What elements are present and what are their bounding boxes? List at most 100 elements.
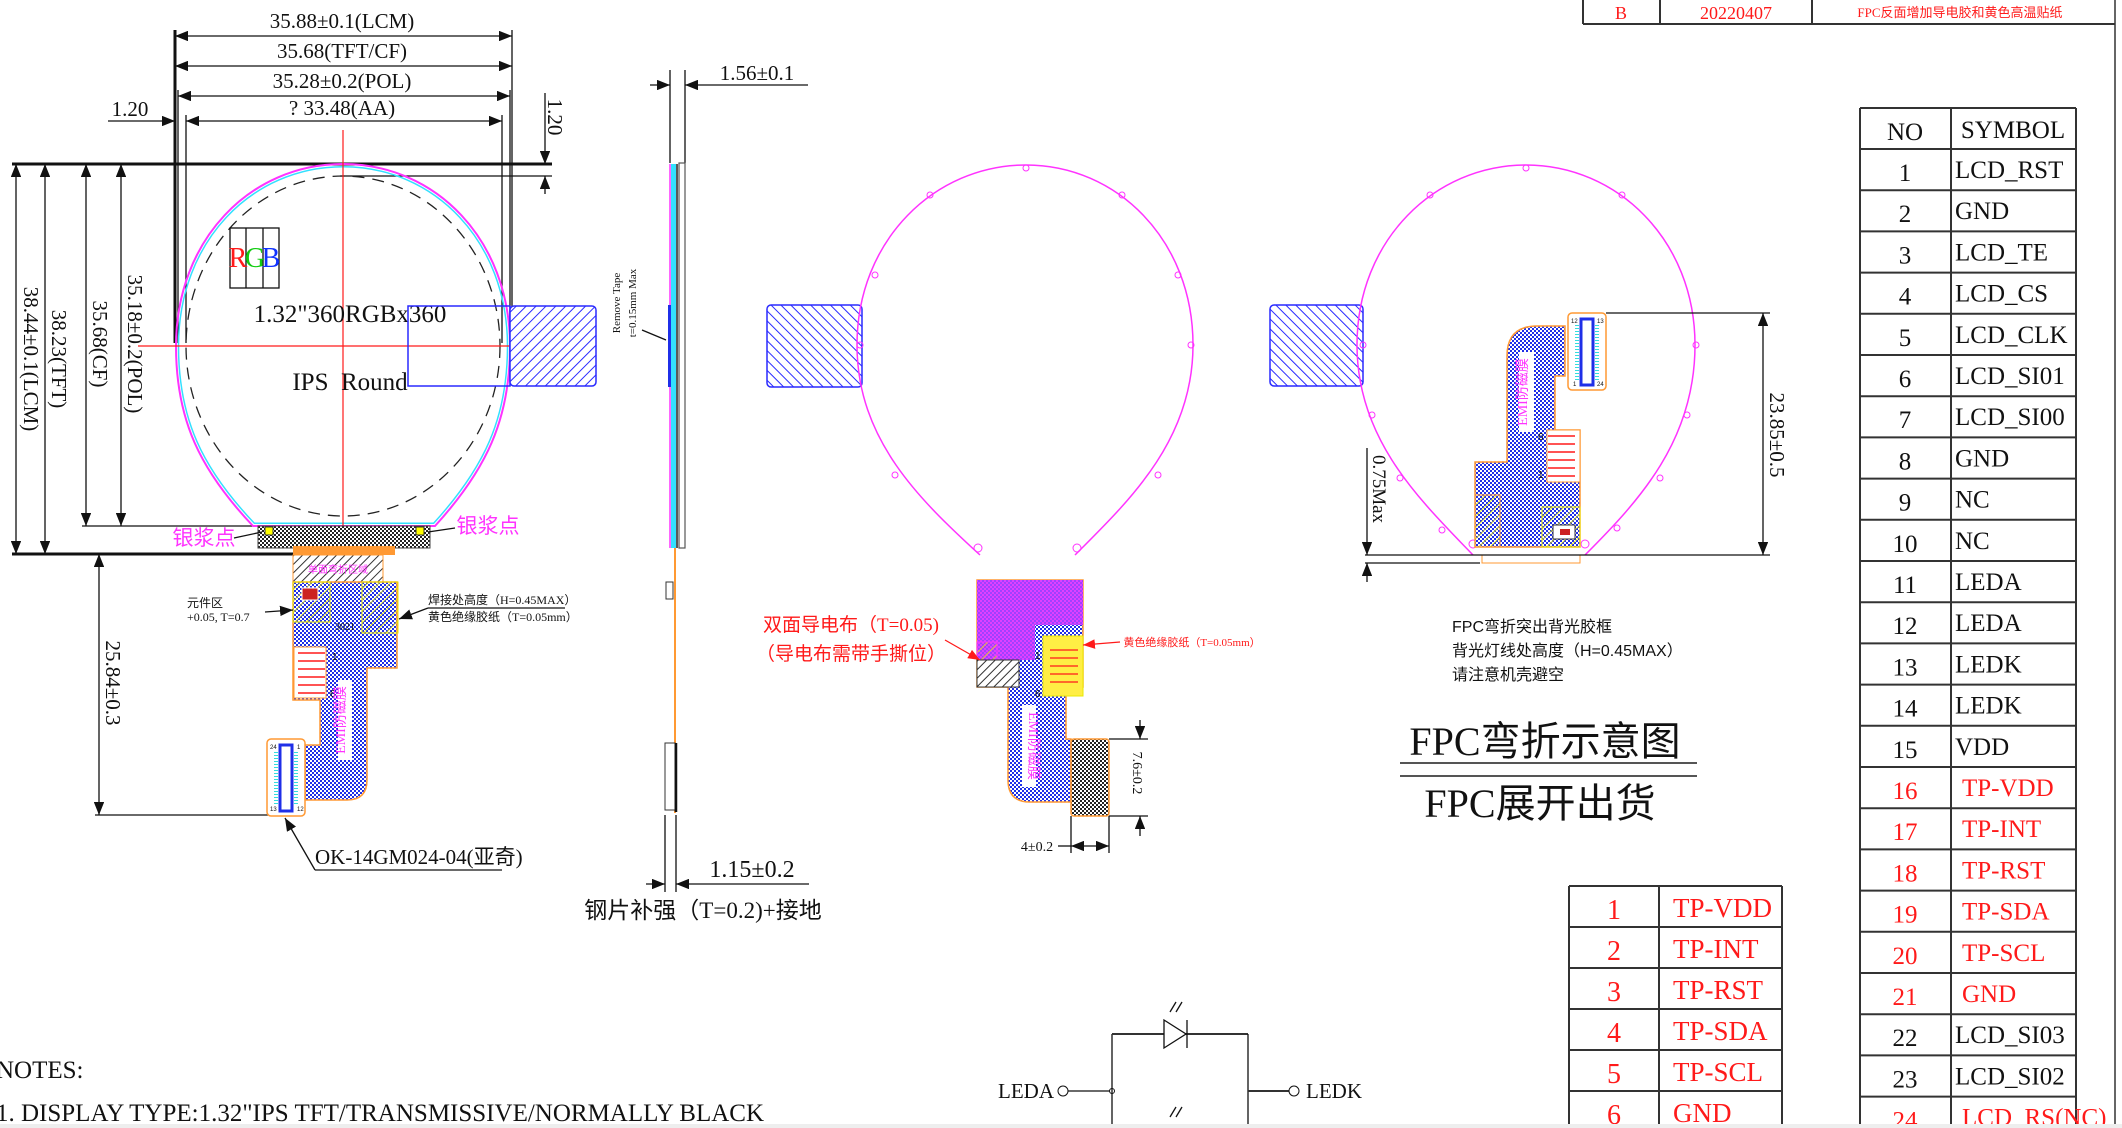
tp-pin-number: 1 — [1607, 895, 1621, 926]
pin-table-row: 18 TP-RST — [1860, 857, 2076, 892]
pin-table-row: 14 LEDK — [1860, 693, 2076, 727]
tp-pin-number: 2 — [1607, 936, 1621, 967]
conn-pin-label: 12 — [297, 807, 304, 813]
component-area-label: 元件区 — [187, 596, 223, 610]
pin-number: 14 — [1893, 696, 1919, 723]
dim-bent-height: 23.85±0.5 — [1765, 392, 1789, 477]
pin-symbol: NC — [1955, 487, 1990, 514]
pin-symbol: LEDK — [1955, 693, 2022, 720]
conductive-cloth-note: 双面导电布（T=0.05) — [763, 614, 939, 636]
pin-table-row: 11 LEDA — [1860, 569, 2076, 604]
tp-table-row: 2 TP-INT — [1569, 926, 1782, 967]
pin-number: 10 — [1893, 531, 1918, 558]
pin-number: 19 — [1893, 902, 1918, 929]
pin-symbol: LEDA — [1955, 569, 2022, 596]
pin-number: 4 — [1899, 284, 1912, 311]
pin-symbol: GND — [1955, 445, 2009, 472]
dim-lcm-height: 38.44±0.1(LCM) — [19, 287, 43, 432]
pin-symbol: LCD_SI00 — [1955, 404, 2065, 431]
note-1: 1. DISPLAY TYPE:1.32"IPS TFT/TRANSMISSIV… — [0, 1100, 764, 1127]
bend-area-label: 单面弯折区域 — [308, 563, 368, 576]
pin-symbol: TP-SDA — [1962, 899, 2050, 926]
pin-symbol: TP-INT — [1962, 816, 2041, 843]
revision-date: 20220407 — [1700, 3, 1772, 23]
tp-table-row: 3 TP-RST — [1569, 967, 1782, 1008]
bent-view: 6 1 EMI防磁膜 12 13 1 24 23.85±0.5 0.75Max … — [1269, 164, 1789, 826]
pin-symbol: GND — [1955, 198, 2009, 225]
pin-1-label: 1 — [1538, 470, 1544, 481]
dim-pol-height: 35.18±0.2(POL) — [123, 275, 147, 414]
revision-table: B 20220407 FPC反面增加导电胶和黄色高温贴纸 — [1582, 0, 2115, 25]
emi-film-label: EMI防磁膜 — [333, 686, 349, 754]
pin-number: 15 — [1893, 737, 1918, 764]
connector-part-number: OK-14GM024-04(亚奇) — [315, 845, 523, 869]
pin-symbol: LCD_TE — [1955, 239, 2048, 266]
pin-symbol: LCD_SI01 — [1955, 363, 2065, 390]
silver-paste-left: 银浆点 — [173, 526, 236, 550]
conn-pin-label: 24 — [270, 745, 277, 751]
panel-resolution: 1.32"360RGBx360 — [254, 301, 447, 328]
pin-number: 18 — [1893, 860, 1918, 887]
backlight-schematic: LEDA LEDK — [998, 1001, 1362, 1128]
dim-stiffener-thickness: 1.15±0.2 — [709, 857, 794, 883]
back-view: 1 6 EMI防磁膜 双面导电布（T=0.05) （导电布需带手撕位） 黄色绝缘… — [756, 164, 1261, 855]
pin-symbol: TP-RST — [1962, 857, 2045, 884]
tp-pin-number: 6 — [1607, 1100, 1621, 1128]
solder-height-note: 焊接处高度（H=0.45MAX） — [428, 592, 576, 607]
pin-6-label: 6 — [1538, 432, 1544, 443]
revision-letter: B — [1615, 3, 1627, 23]
dim-lcm-width: 35.88±0.1(LCM) — [270, 9, 415, 33]
pin-symbol: LCD_SI02 — [1955, 1063, 2065, 1090]
side-view: 1.56±0.1 Remove Tape t=0.15mm Max 1.15±0… — [584, 61, 821, 923]
pin-number: 3 — [1899, 242, 1912, 269]
notes-heading: NOTES: — [0, 1057, 84, 1084]
pin-table-row: 13 LEDK — [1860, 651, 2076, 686]
dim-left-offset: 1.20 — [112, 97, 149, 121]
panel-type: IPS Round — [292, 369, 408, 396]
tp-pin-symbol: TP-RST — [1673, 975, 1764, 1005]
dim-pol-width: 35.28±0.2(POL) — [273, 69, 412, 93]
leda-label: LEDA — [998, 1079, 1055, 1103]
steel-stiffener — [664, 742, 676, 811]
pin-table-header-no: NO — [1887, 119, 1923, 146]
pin-number: 12 — [1893, 613, 1918, 640]
conn-pin-label: 13 — [1597, 319, 1604, 325]
front-view: 35.88±0.1(LCM) 35.68(TFT/CF) 35.28±0.2(P… — [10, 9, 597, 871]
yellow-tape-note: 黄色绝缘胶纸（T=0.05mm） — [1123, 635, 1260, 649]
conn-pin-label: 1 — [1573, 382, 1577, 388]
ic-label: 3021 — [335, 622, 355, 633]
pin-1-label: 1 — [332, 652, 338, 663]
dim-aa: ? 33.48(AA) — [289, 96, 395, 120]
pin-symbol: TP-VDD — [1962, 775, 2054, 802]
conn-pin-label: 13 — [270, 807, 277, 813]
dim-stiffener-width: 4±0.2 — [1021, 840, 1053, 855]
dim-fpc-length: 25.84±0.3 — [101, 640, 125, 725]
pin-table-header-symbol: SYMBOL — [1961, 117, 2065, 144]
tp-pin-number: 3 — [1607, 977, 1621, 1008]
dim-stiffener-height: 7.6±0.2 — [1129, 752, 1144, 795]
pin-table-row: 3 LCD_TE — [1860, 239, 2076, 274]
pin-number: 5 — [1899, 325, 1912, 352]
pin-number: 11 — [1893, 572, 1917, 599]
bent-note-1: FPC弯折突出背光胶框 — [1452, 618, 1612, 636]
pin-symbol: LCD_RST — [1955, 157, 2063, 184]
rgb-r: R — [229, 243, 248, 274]
pin-table-row: 19 TP-SDA — [1860, 899, 2076, 933]
revision-description: FPC反面增加导电胶和黄色高温贴纸 — [1857, 5, 2062, 20]
pin-number: 13 — [1893, 654, 1918, 681]
pin-symbol: LEDK — [1955, 651, 2022, 678]
conductive-cloth-tear-note: （导电布需带手撕位） — [756, 643, 946, 665]
led-diode-icon — [1163, 1018, 1188, 1050]
tp-pin-symbol: TP-INT — [1673, 934, 1759, 964]
